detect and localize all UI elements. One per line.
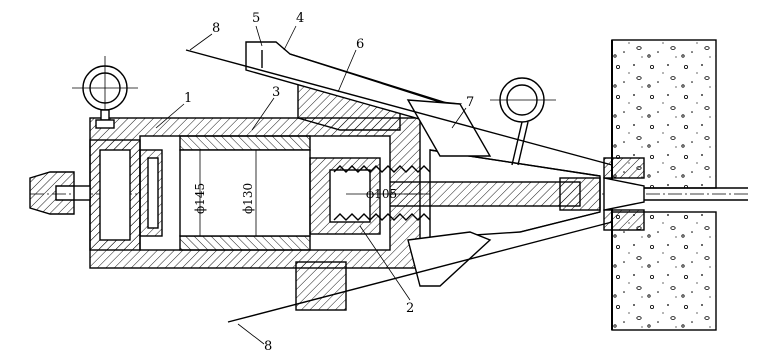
spring <box>333 165 431 221</box>
end-cap <box>89 139 141 251</box>
piston <box>139 149 163 237</box>
label-2: 2 <box>406 301 414 316</box>
oil-inlet <box>29 171 91 215</box>
label-6: 6 <box>356 37 364 52</box>
pressure-gauge-left <box>72 56 138 129</box>
label-5: 5 <box>252 11 260 26</box>
reference-lines <box>185 49 613 323</box>
label-8-bottom: 8 <box>264 339 272 354</box>
pressure-gauge-right <box>490 77 556 166</box>
label-3: 3 <box>272 85 280 100</box>
leaders <box>155 25 467 345</box>
anchor-plate <box>603 157 645 231</box>
lower-bracket <box>407 231 492 287</box>
tendon <box>640 187 748 201</box>
arm-wedge <box>406 99 492 157</box>
dimension-arrows <box>199 150 428 236</box>
dim-105: ϕ105 <box>366 187 397 201</box>
label-4: 4 <box>296 11 304 26</box>
label-1: 1 <box>184 91 192 106</box>
dim-130: ϕ130 <box>241 183 255 214</box>
dim-145: ϕ145 <box>193 183 207 214</box>
label-7: 7 <box>466 95 474 110</box>
label-8-top: 8 <box>212 21 220 36</box>
